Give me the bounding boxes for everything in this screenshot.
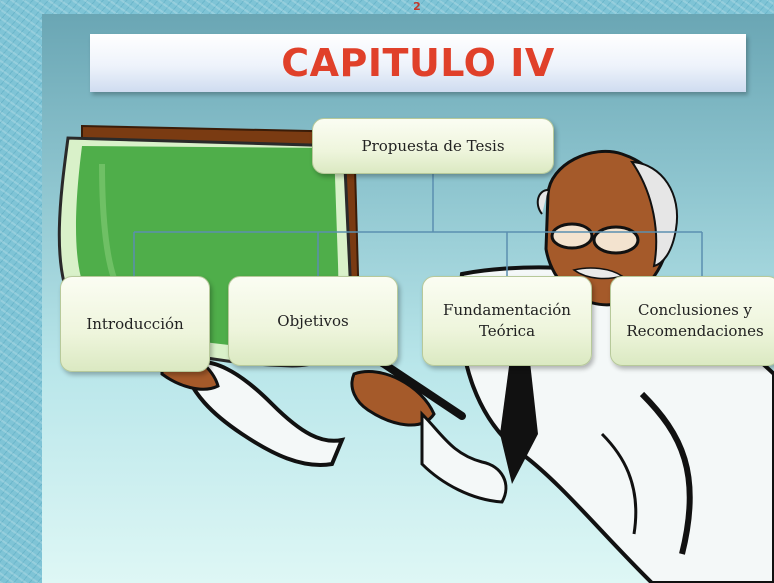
teacher-hair [630, 160, 679, 268]
node-conclusiones-y-recomendaciones: Conclusiones y Recomendaciones [610, 276, 774, 366]
node-propuesta-de-tesis: Propuesta de Tesis [312, 118, 554, 174]
node-label: Objetivos [277, 311, 349, 330]
teacher-left-arm [179, 359, 346, 467]
node-fundamentacion-teorica: Fundamentación Teórica [422, 276, 592, 366]
node-label: Conclusiones y Recomendaciones [626, 301, 764, 340]
node-objetivos: Objetivos [228, 276, 398, 366]
title-banner: CAPITULO IV [90, 34, 746, 92]
node-label: Fundamentación Teórica [443, 301, 571, 340]
teacher-right-hand [350, 370, 436, 427]
slide: CAPITULO IV Propuesta de Tesis Introducc… [42, 14, 774, 583]
page-number: 2 [413, 0, 421, 13]
node-introduccion: Introducción [60, 276, 210, 372]
node-label: Propuesta de Tesis [361, 136, 505, 155]
teacher-tie [500, 344, 538, 484]
node-label: Introducción [86, 314, 184, 333]
page-title: CAPITULO IV [281, 41, 555, 85]
